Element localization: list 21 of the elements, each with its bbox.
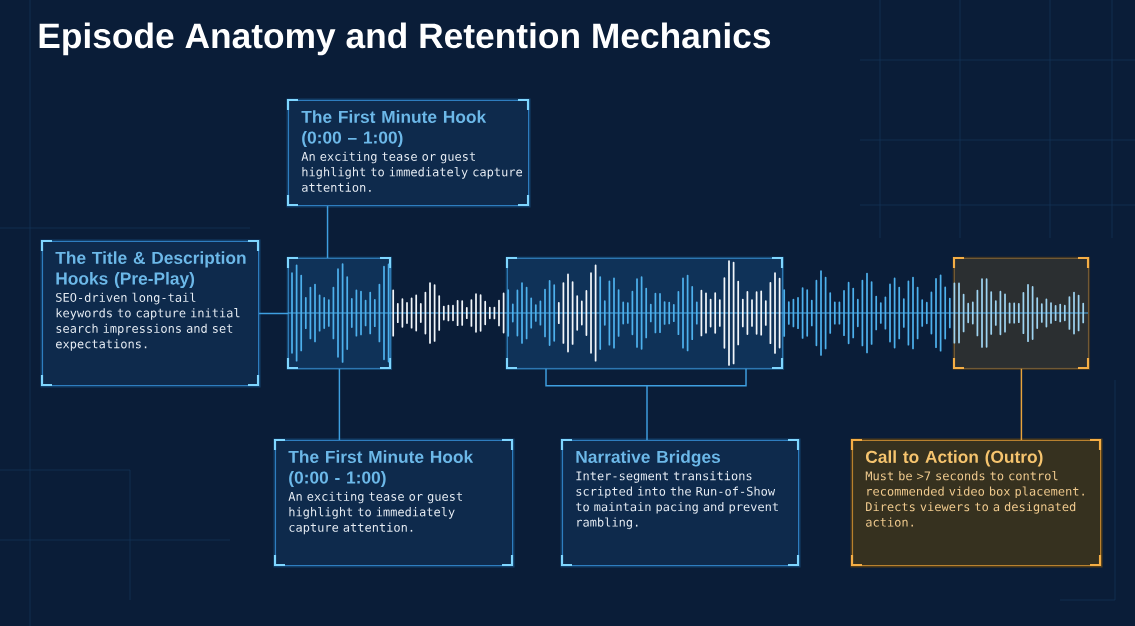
connector-line	[326, 205, 329, 259]
title: Episode Anatomy and Retention Mechanics	[39, 22, 771, 56]
card-heading: The First Minute Hook (0:00 – 1:00)	[301, 110, 487, 148]
info-card	[560, 438, 801, 568]
connector-line	[338, 368, 341, 441]
card-heading: Call to Action (Outro)	[866, 450, 1043, 467]
info-card	[273, 438, 515, 568]
card-text: An exciting tease or guest highlight to immediately capture attention.	[301, 151, 523, 192]
card-heading: Narrative Bridges	[576, 450, 720, 467]
card-text: SEO-driven long-tail keywords to capture initial search impressions and set expectations.	[56, 292, 240, 351]
connector-line	[545, 368, 747, 441]
info-card	[40, 239, 261, 388]
card-text: Inter-segment transitions scripted into the Run-of-Show to maintain pacing and prevent rambling.	[576, 471, 778, 530]
info-card	[850, 438, 1103, 568]
card-heading: The Title & Description Hooks (Pre-Play)	[55, 251, 246, 289]
card-heading: The First Minute Hook (0:00 - 1:00)	[288, 450, 474, 488]
info-card	[286, 98, 531, 208]
card-text: An exciting tease or guest highlight to immediately capture attention.	[288, 491, 462, 535]
connector-line	[258, 312, 289, 315]
card-text: Must be >7 seconds to control recommended video box placement. Directs viewers to a designated action.	[865, 470, 1084, 527]
connector-line	[1020, 368, 1023, 441]
